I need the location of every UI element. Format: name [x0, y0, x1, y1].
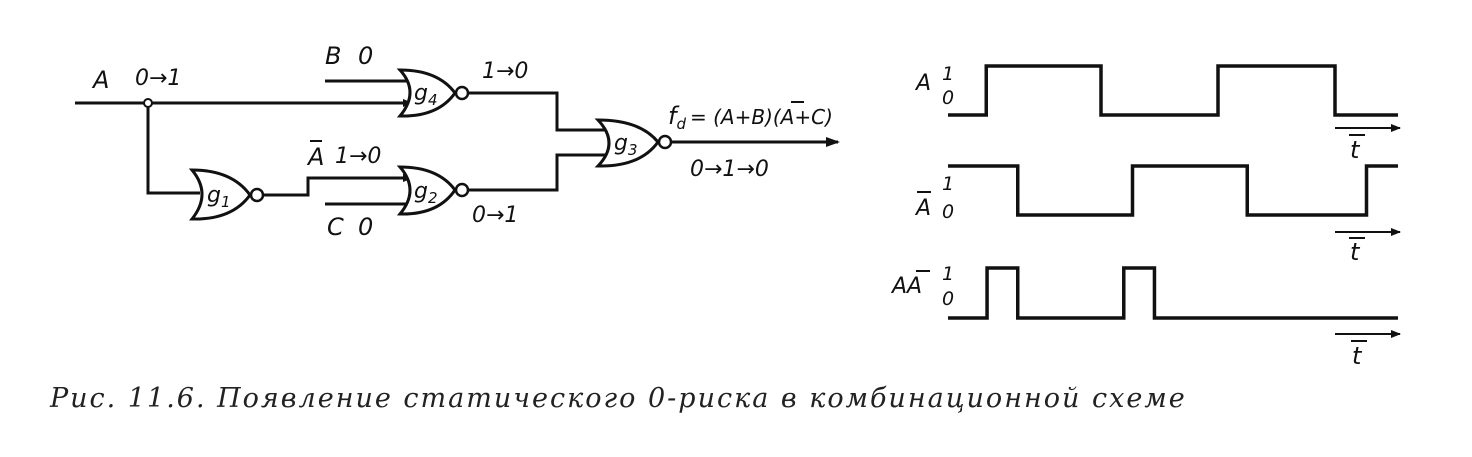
g2-output-transition: 0→1 [472, 203, 518, 228]
timing-row-product-level-high: 1 [942, 263, 954, 285]
timing-row-a-level-high: 1 [942, 63, 954, 85]
timing-row-product-waveform [948, 266, 1398, 320]
output-transition: 0→1→0 [690, 157, 769, 182]
input-b-label: B [325, 42, 341, 70]
gate-g3-bubble [657, 134, 673, 150]
timing-row-product-label: AA [890, 274, 922, 299]
wire-g2-out [468, 153, 608, 192]
input-b-value: 0 [358, 42, 373, 70]
timing-row-a-label: A [914, 71, 931, 96]
gate-g4-label: g4 [414, 81, 438, 109]
timing-row-product-level-low: 0 [942, 288, 954, 310]
signal-a-bar-label: A [306, 143, 324, 171]
gate-g2-label: g2 [414, 179, 438, 207]
timing-row-a-level-low: 0 [942, 87, 954, 109]
gate-g1 [188, 168, 252, 221]
input-c-label: C [327, 213, 344, 241]
signal-a-bar-transition: 1→0 [335, 144, 381, 169]
input-a-transition: 0→1 [135, 66, 181, 91]
timing-row-a-bar-waveform [948, 164, 1398, 217]
timing-diagram: A 1 0 t A 1 0 t AA 1 0 t [890, 63, 1401, 370]
gate-g4 [396, 68, 457, 118]
figure-caption: Рис. 11.6. Появление статического 0-риск… [50, 383, 1187, 414]
timing-row-product-time-label: t [1352, 342, 1363, 370]
timing-row-a-waveform [948, 64, 1398, 117]
junction-dot [143, 98, 153, 108]
timing-row-a-bar-time-label: t [1350, 238, 1361, 266]
logic-circuit: A 0→1 B 0 C 0 g4 1→0 g1 [75, 42, 840, 241]
input-a-label: A [91, 66, 109, 94]
gate-g1-bubble [249, 187, 265, 203]
gate-g3 [594, 118, 660, 168]
g4-output-transition: 1→0 [482, 59, 528, 84]
output-expression: fd= (A+B)(A+C) [668, 102, 833, 133]
timing-row-a-bar-level-low: 0 [942, 201, 954, 223]
timing-row-a-time-label: t [1350, 136, 1361, 164]
wire-g4-out [468, 91, 608, 132]
gate-g4-bubble [454, 85, 470, 101]
wire-a-branch [146, 107, 200, 195]
timing-row-a-bar-level-high: 1 [942, 173, 954, 195]
gate-g2 [396, 165, 457, 216]
gate-g3-label: g3 [614, 131, 638, 159]
timing-row-a-bar-label: A [914, 196, 931, 221]
gate-g2-bubble [454, 182, 470, 198]
wire-g1-out [263, 174, 413, 197]
gate-g1-label: g1 [207, 183, 231, 211]
input-c-value: 0 [358, 213, 373, 241]
